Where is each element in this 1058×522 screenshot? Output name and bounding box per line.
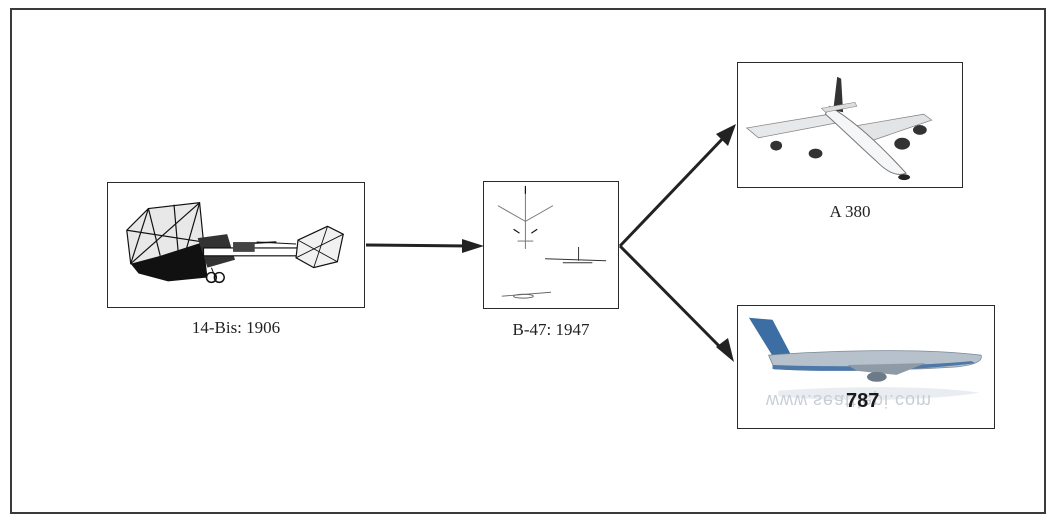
a380-drawing: [738, 63, 962, 187]
b47-caption: B-47: 1947: [483, 320, 619, 340]
fourteen-bis-image: [107, 182, 365, 308]
a380-image: [737, 62, 963, 188]
fourteen-bis-caption: 14-Bis: 1906: [107, 318, 365, 338]
fourteen-bis-drawing: [108, 183, 364, 307]
b47-drawing: [484, 182, 618, 308]
b787-label: 787: [846, 390, 879, 413]
a380-caption: A 380: [737, 202, 963, 222]
b787-image: www.seattlepi.com 787: [737, 305, 995, 429]
b47-image: [483, 181, 619, 309]
